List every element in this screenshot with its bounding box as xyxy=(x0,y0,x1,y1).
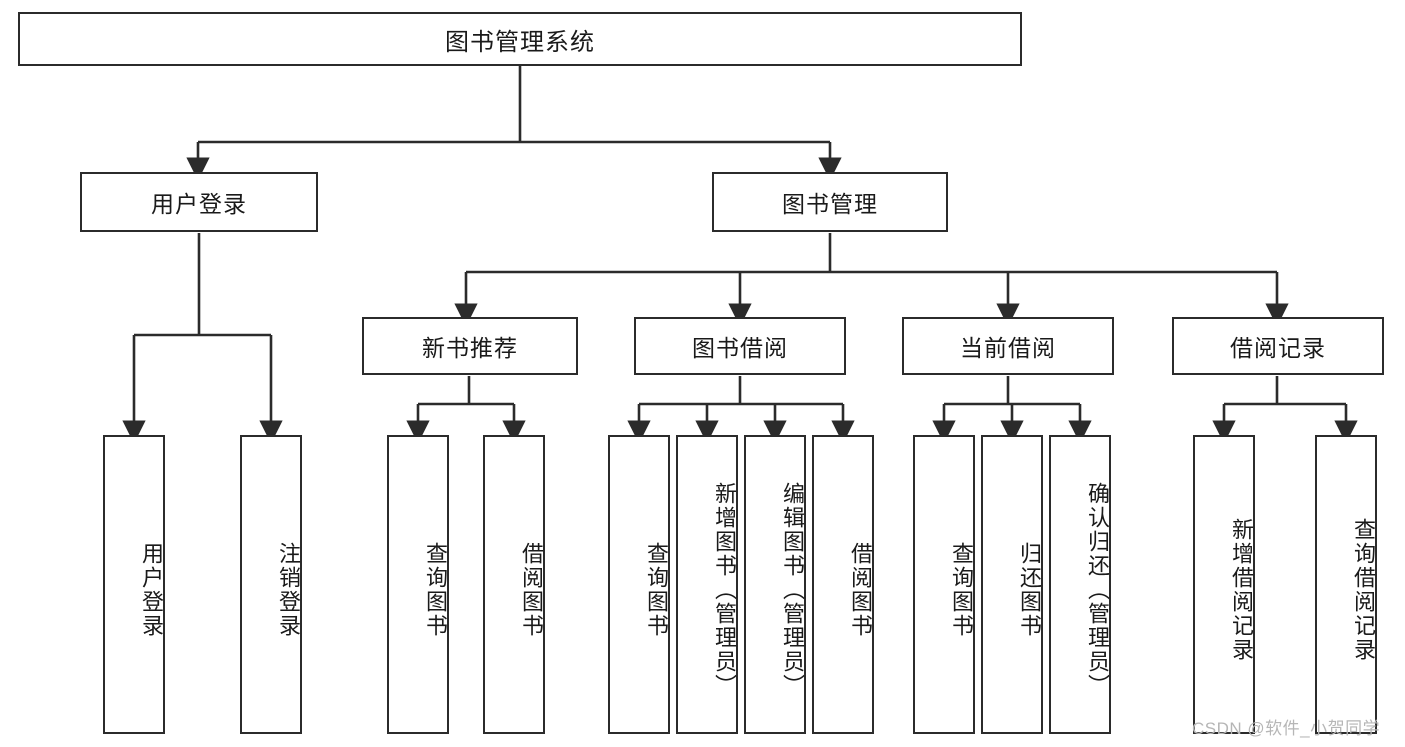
leaf-return-book[interactable]: 归还图书 xyxy=(981,435,1043,734)
leaf-query-borrow-record[interactable]: 查询借阅记录 xyxy=(1315,435,1377,734)
leaf-query-book-newbook[interactable]: 查询图书 xyxy=(387,435,449,734)
node-user-login[interactable]: 用户登录 xyxy=(80,172,318,232)
leaf-borrow-book[interactable]: 借阅图书 xyxy=(812,435,874,734)
leaf-query-book-borrow-label: 查询图书 xyxy=(644,541,669,638)
leaf-borrow-book-label: 借阅图书 xyxy=(848,541,873,638)
leaf-user-login-label: 用户登录 xyxy=(139,541,164,638)
node-book-manage[interactable]: 图书管理 xyxy=(712,172,948,232)
leaf-query-borrow-record-label: 查询借阅记录 xyxy=(1351,517,1376,662)
leaf-query-book-borrow[interactable]: 查询图书 xyxy=(608,435,670,734)
leaf-logout-login-label: 注销登录 xyxy=(276,541,301,638)
leaf-query-book-current[interactable]: 查询图书 xyxy=(913,435,975,734)
node-new-book-recommend[interactable]: 新书推荐 xyxy=(362,317,578,375)
leaf-query-book-current-label: 查询图书 xyxy=(949,541,974,638)
node-current-borrow[interactable]: 当前借阅 xyxy=(902,317,1114,375)
leaf-add-book-admin-label: 新增图书（管理员） xyxy=(712,481,737,698)
node-new-book-recommend-label: 新书推荐 xyxy=(422,335,518,361)
leaf-query-book-newbook-label: 查询图书 xyxy=(423,541,448,638)
leaf-logout-login[interactable]: 注销登录 xyxy=(240,435,302,734)
leaf-add-book-admin[interactable]: 新增图书（管理员） xyxy=(676,435,738,734)
leaf-edit-book-admin-label: 编辑图书（管理员） xyxy=(780,481,805,698)
node-borrow-record[interactable]: 借阅记录 xyxy=(1172,317,1384,375)
node-borrow-record-label: 借阅记录 xyxy=(1230,335,1326,361)
node-current-borrow-label: 当前借阅 xyxy=(960,335,1056,361)
leaf-add-borrow-record[interactable]: 新增借阅记录 xyxy=(1193,435,1255,734)
leaf-return-book-label: 归还图书 xyxy=(1017,541,1042,638)
leaf-confirm-return-admin-label: 确认归还（管理员） xyxy=(1085,481,1110,698)
leaf-edit-book-admin[interactable]: 编辑图书（管理员） xyxy=(744,435,806,734)
leaf-user-login[interactable]: 用户登录 xyxy=(103,435,165,734)
leaf-borrow-book-newbook-label: 借阅图书 xyxy=(519,541,544,638)
leaf-add-borrow-record-label: 新增借阅记录 xyxy=(1229,517,1254,662)
node-book-manage-label: 图书管理 xyxy=(782,191,878,217)
leaf-confirm-return-admin[interactable]: 确认归还（管理员） xyxy=(1049,435,1111,734)
leaf-borrow-book-newbook[interactable]: 借阅图书 xyxy=(483,435,545,734)
node-book-borrow-label: 图书借阅 xyxy=(692,335,788,361)
node-root-book-management-system[interactable]: 图书管理系统 xyxy=(18,12,1022,66)
node-root-label: 图书管理系统 xyxy=(445,28,595,56)
node-book-borrow[interactable]: 图书借阅 xyxy=(634,317,846,375)
node-user-login-label: 用户登录 xyxy=(151,191,247,217)
